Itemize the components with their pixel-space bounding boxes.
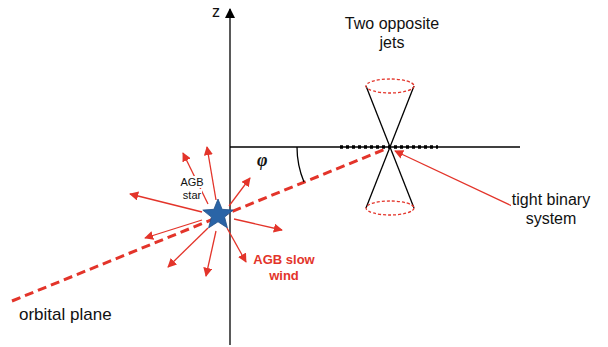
orbital-plane-line (12, 148, 388, 301)
horizontal-axis (230, 146, 520, 147)
z-axis (229, 9, 230, 345)
angle-symbol: φ (257, 150, 277, 172)
jets (366, 79, 414, 215)
leader-line (395, 151, 512, 206)
star-label: AGB star (176, 176, 208, 202)
plane-label: orbital plane (18, 305, 178, 325)
jets-label: Two opposite jets (337, 14, 447, 52)
wind-label: AGB slow wind (252, 252, 316, 283)
agb-star-symbol (203, 199, 233, 228)
axis-label: z (212, 2, 228, 21)
angle-arc (297, 147, 304, 182)
binary-label: tight binary system (500, 190, 602, 228)
